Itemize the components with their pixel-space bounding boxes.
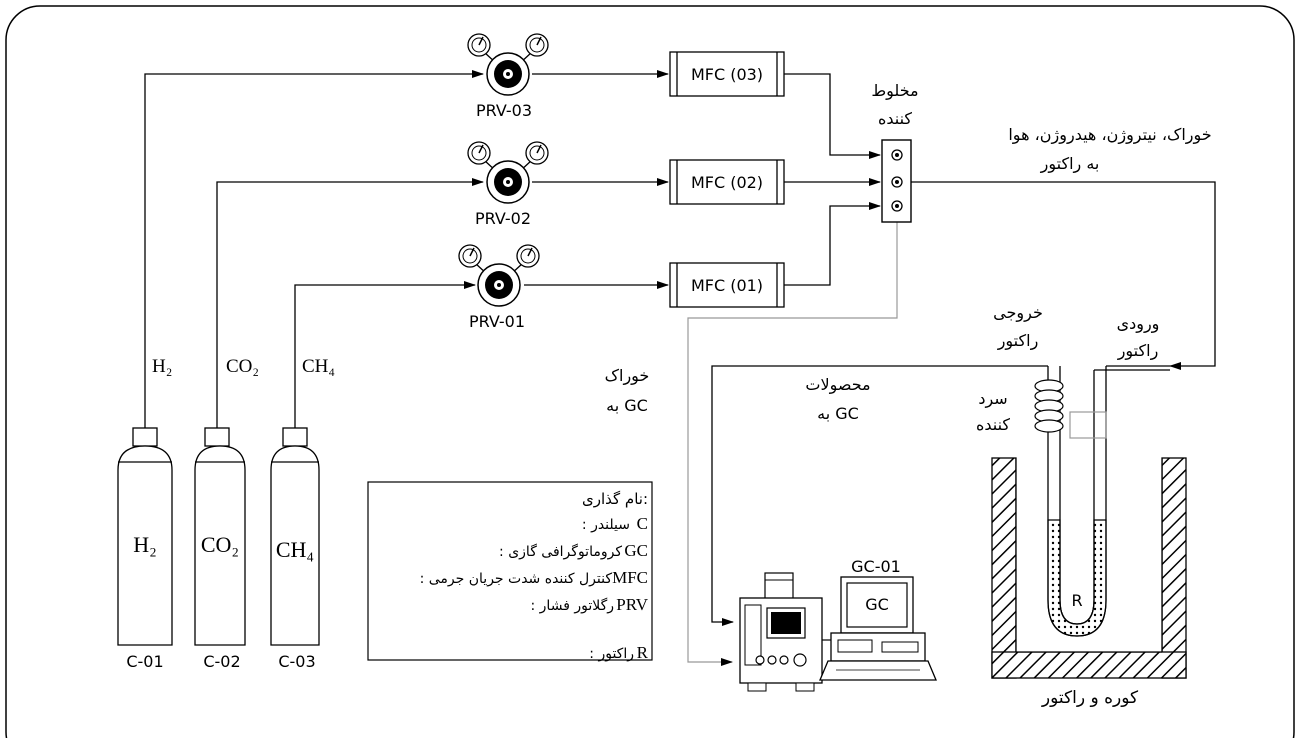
prv-02-regulator [467,141,549,204]
furnace [991,457,1187,679]
legend-item-c-key: C [637,514,648,533]
prv-03-label: PRV-03 [476,101,532,120]
products-to-gc-line [711,365,1048,626]
line-label-h2: H₂ [152,356,172,377]
gc-screen-label: GC [865,595,889,614]
mixer-label-2: کننده [878,109,912,128]
reactor-outlet-label-2: راکتور [997,331,1039,351]
gc-instrument [739,572,937,692]
mfc-01-label: MFC (01) [691,276,763,295]
line-label-co2: CO₂ [226,356,259,377]
prv-02-label: PRV-02 [475,209,531,228]
legend-item-r-key: R [637,643,649,662]
cylinder-c03 [270,427,320,646]
mfc-03-label: MFC (03) [691,65,763,84]
legend-item-prv-key: PRV [616,595,648,614]
legend-item-mfc-text: : کنترل کننده شدت جریان جرمی [420,571,613,587]
feed-to-reactor-label-1: خوراک، نیتروژن، هیدروژن، هوا [1008,125,1211,145]
cylinder-c03-id: C-03 [278,652,315,671]
cylinder-c01-gas: H₂ [133,532,157,557]
cooler-label-1: سرد [978,389,1007,409]
prv-mfc-lines [524,70,669,289]
prv-01-regulator [458,244,540,307]
feed-to-gc-label-1: خوراک [605,366,650,386]
cooler-coil [1034,379,1107,439]
legend-title: نام گذاری: [582,490,648,508]
reactor-label: R [1071,591,1082,610]
mfc-mixer-lines [784,73,881,286]
prv-03-regulator [467,33,549,96]
legend-box [367,481,653,661]
feed-to-reactor-label-2: به راکتور [1040,154,1100,174]
cylinder-c01-id: C-01 [126,652,163,671]
mfc-02-label: MFC (02) [691,173,763,192]
legend-item-gc-text: : کروماتوگرافی گازی [499,543,622,560]
u-tube-reactor [1047,365,1170,637]
mfc-02-box [669,159,785,205]
legend-item-c-text: : سیلندر [582,517,630,533]
mixer-label-1: مخلوط [871,81,918,101]
feed-to-gc-label-2: به GC [606,396,648,415]
products-to-gc-label-2: به GC [817,404,859,423]
feed-to-gc-line [687,222,898,666]
legend-item-r-text: : راکتور [589,646,634,662]
mixer-to-reactor-line [911,181,1216,370]
prv-01-label: PRV-01 [469,312,525,331]
mfc-03-box [669,51,785,97]
diagram-frame [5,5,1295,738]
products-to-gc-label-1: محصولات [805,375,870,395]
cylinder-c01 [117,427,173,646]
mfc-01-box [669,262,785,308]
line-label-ch4: CH₄ [302,356,335,377]
reactor-inlet-label-1: ورودی [1117,314,1160,334]
cylinder-c02-id: C-02 [203,652,240,671]
reactor-inlet-label-2: راکتور [1117,341,1159,361]
reactor-outlet-label-1: خروجی [993,303,1043,323]
gas-lines [144,70,484,428]
legend-item-prv-text: : رگلاتور فشار [531,597,615,614]
cylinder-c03-gas: CH₄ [276,537,314,562]
legend-item-mfc-key: MFC [612,568,648,587]
cylinder-c02 [194,427,246,646]
gc-id-label: GC-01 [851,557,901,576]
mixer-box [881,139,912,223]
legend-item-gc-key: GC [624,541,648,560]
furnace-label: کوره و راکتور [1041,688,1139,708]
cylinder-c02-gas: CO₂ [201,532,239,557]
cooler-label-2: کننده [976,415,1010,434]
